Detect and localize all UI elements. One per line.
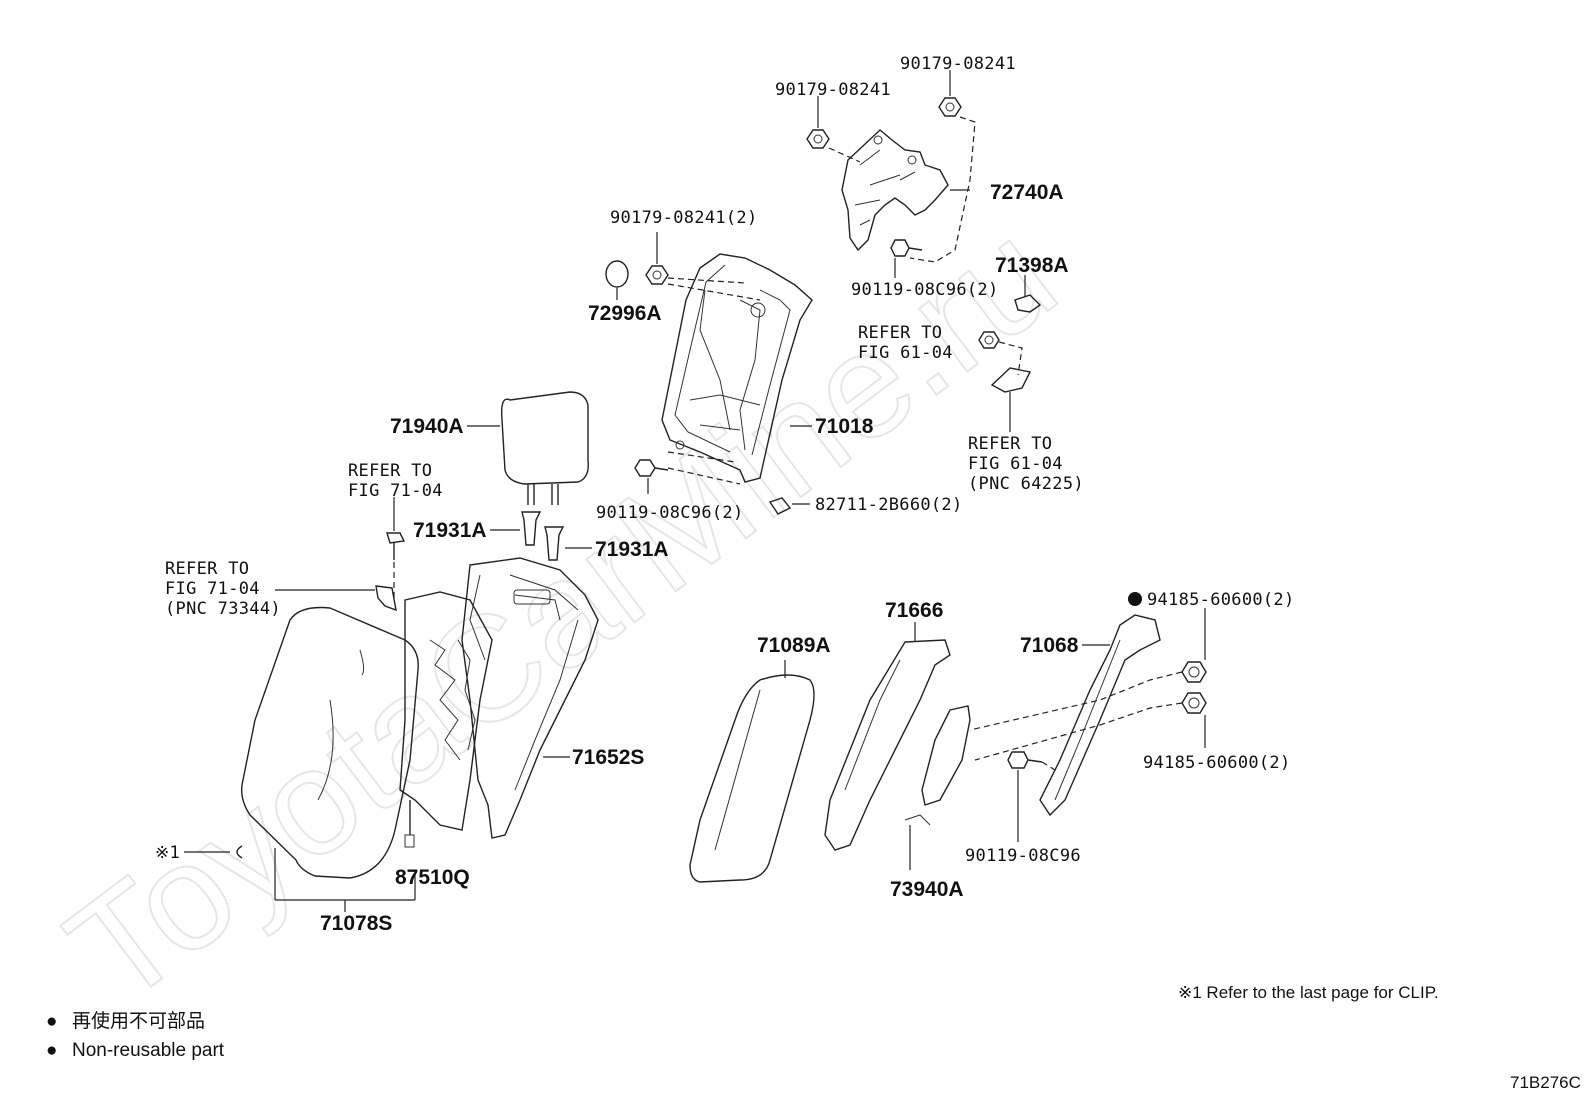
rail-71068-drawing xyxy=(1039,614,1161,817)
nut-90179-top-a xyxy=(806,129,830,149)
side-trim-71666-drawing xyxy=(824,639,951,851)
label-73940a: 73940A xyxy=(890,878,964,901)
clip-82711-drawing xyxy=(768,497,792,515)
cap-72996a-drawing xyxy=(605,260,629,288)
label-refer-7104-a-line1: REFER TO xyxy=(348,461,432,481)
label-refer-7104-b-line1: REFER TO xyxy=(165,559,249,579)
sensor-73940a-drawing xyxy=(904,705,971,826)
label-90119-08c96-2-top: 90119-08C96(2) xyxy=(851,280,999,300)
label-71931a-b: 71931A xyxy=(595,538,669,561)
non-reusable-marker-94185 xyxy=(1128,592,1142,606)
label-refer-7104-a-line2: FIG 71-04 xyxy=(348,481,443,501)
label-71666: 71666 xyxy=(885,599,943,622)
nut-90179-frame xyxy=(645,265,669,285)
label-refer-6104-a-line1: REFER TO xyxy=(858,323,942,343)
label-71078s: 71078S xyxy=(320,912,392,935)
bolt-90119-frame xyxy=(634,459,669,477)
hook-73344-drawing xyxy=(375,585,397,612)
label-71652s: 71652S xyxy=(572,746,644,769)
nut-94185-b xyxy=(1181,692,1207,714)
side-cover-71089a-drawing xyxy=(689,674,815,883)
label-90119-08c96-2-mid: 90119-08C96(2) xyxy=(596,503,744,523)
bracket-72740a-drawing xyxy=(841,129,949,252)
screw-refer-7104 xyxy=(386,532,406,560)
label-refer-6104-a-line2: FIG 61-04 xyxy=(858,343,953,363)
label-71089a: 71089A xyxy=(757,634,831,657)
label-71931a-a: 71931A xyxy=(413,519,487,542)
label-refer-7104-b-line3: (PNC 73344) xyxy=(165,599,281,619)
legend-text-japanese: 再使用不可部品 xyxy=(72,1010,205,1032)
headrest-71940a-drawing xyxy=(500,391,589,505)
bolt-90119-top xyxy=(890,239,923,257)
label-94185-60600-2-a: 94185-60600(2) xyxy=(1147,590,1295,610)
nut-90179-top-b xyxy=(938,97,962,117)
label-refer-7104-b-line2: FIG 71-04 xyxy=(165,579,260,599)
seatback-frame-71018-drawing xyxy=(661,253,813,483)
heater-87510q-drawing xyxy=(399,591,493,848)
seatback-cover-71078s-drawing xyxy=(240,606,419,879)
legend-bullet-2: ● xyxy=(46,1040,57,1061)
label-refer-6104-b-line3: (PNC 64225) xyxy=(968,474,1084,494)
legend-text-english: Non-reusable part xyxy=(72,1040,225,1061)
label-82711-2b660-2: 82711-2B660(2) xyxy=(815,495,963,515)
label-94185-60600-2-b: 94185-60600(2) xyxy=(1143,753,1291,773)
label-refer-6104-b-line2: FIG 61-04 xyxy=(968,454,1063,474)
label-90179-08241-b: 90179-08241 xyxy=(900,54,1016,74)
bracket-64225-drawing xyxy=(990,367,1032,393)
label-71068: 71068 xyxy=(1020,634,1079,657)
label-90179-08241-a: 90179-08241 xyxy=(775,80,891,100)
nut-94185-a xyxy=(1181,661,1207,683)
bolt-90119-lower xyxy=(1007,751,1043,769)
clip-71398a-drawing xyxy=(1014,294,1042,313)
diagram-code: 71B276C xyxy=(1510,1073,1581,1092)
legend-bullet-1: ● xyxy=(46,1011,57,1032)
label-90119-08c96: 90119-08C96 xyxy=(965,846,1081,866)
label-90179-08241-2: 90179-08241(2) xyxy=(610,208,758,228)
label-71398a: 71398A xyxy=(995,254,1069,277)
seatback-pad-71652s-drawing xyxy=(461,557,599,839)
support-71931a-b-drawing xyxy=(544,526,565,561)
label-71940a: 71940A xyxy=(390,415,464,438)
label-87510q: 87510Q xyxy=(395,866,470,889)
support-71931a-a-drawing xyxy=(521,511,542,546)
label-clip-note-marker: ※1 xyxy=(155,843,180,863)
label-72740a: 72740A xyxy=(990,181,1064,204)
footnote-clip: ※1 Refer to the last page for CLIP. xyxy=(1178,983,1439,1002)
label-71018: 71018 xyxy=(815,415,874,438)
label-refer-6104-b-line1: REFER TO xyxy=(968,434,1052,454)
nut-refer-6104 xyxy=(978,331,1000,349)
label-72996a: 72996A xyxy=(588,302,662,325)
